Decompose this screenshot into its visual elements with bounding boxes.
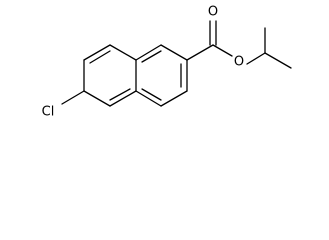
molecule-structure: O O Cl (42, 5, 292, 120)
bond (83, 90, 111, 107)
bond (160, 44, 188, 61)
ester-oxygen-label: O (234, 55, 244, 70)
carbonyl-oxygen-label: O (208, 5, 218, 20)
bond (160, 90, 188, 107)
isopropyl-methyl-bond (264, 52, 292, 69)
bond (109, 90, 137, 107)
double-bond-inner (89, 50, 111, 64)
bond (135, 90, 162, 107)
bond-carbonyl-to-oxygen (212, 44, 233, 57)
bond-ring-to-carbonyl (186, 44, 214, 61)
double-bond-inner (141, 88, 162, 101)
bond (83, 44, 111, 61)
bond (135, 44, 162, 61)
double-bond-inner (141, 50, 162, 63)
double-bond-inner (109, 88, 131, 101)
chlorine-label: Cl (42, 105, 55, 120)
bond (109, 44, 137, 61)
bond-to-chlorine (61, 90, 85, 105)
structure-canvas: O O Cl (42, 5, 292, 120)
bond-oxygen-to-isopropyl (246, 52, 266, 65)
